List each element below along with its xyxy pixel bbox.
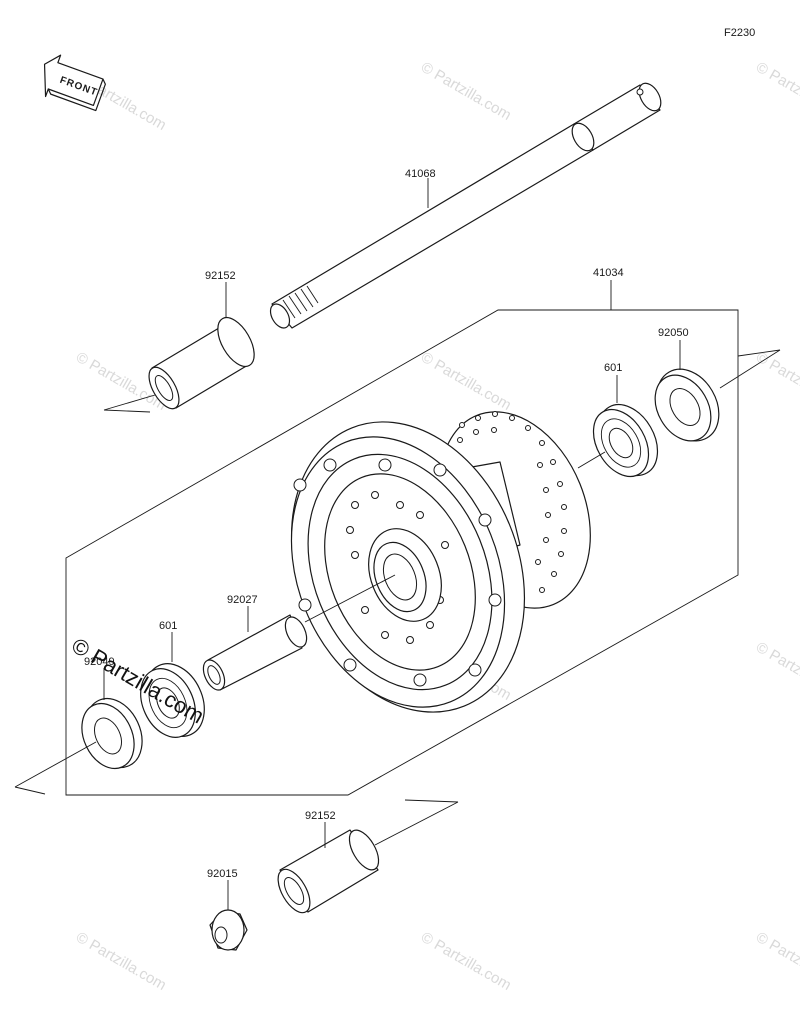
watermark: © Partzilla.com: [73, 929, 169, 994]
watermark: © Partzilla.com: [418, 929, 514, 994]
front-arrow-icon: FRONT: [43, 54, 106, 112]
hub-assembly-outline: [65, 280, 739, 796]
part-number-92027[interactable]: 92027: [227, 594, 258, 606]
oil-seal-left-part: [14, 668, 143, 795]
wheel-hub-part: [290, 421, 526, 713]
watermark: © Partzilla.com: [753, 929, 800, 994]
collar-top-part: [103, 282, 255, 413]
part-number-92049[interactable]: 92049: [84, 656, 115, 668]
bearing-right-part: [577, 375, 659, 478]
watermark: © Partzilla.com: [753, 639, 800, 704]
axle-part: [269, 82, 662, 329]
watermark: © Partzilla.com: [753, 349, 800, 414]
nut-part: [209, 880, 248, 951]
spacer-part: [202, 574, 396, 691]
part-number-92152-bottom[interactable]: 92152: [305, 810, 336, 822]
diagram-code: F2230: [724, 27, 755, 39]
oil-seal-right-part: [654, 340, 781, 442]
watermark: © Partzilla.com: [418, 349, 514, 414]
part-number-41034[interactable]: 41034: [593, 267, 624, 279]
part-number-601-left[interactable]: 601: [159, 620, 177, 632]
part-number-92015[interactable]: 92015: [207, 868, 238, 880]
part-number-92152-top[interactable]: 92152: [205, 270, 236, 282]
part-number-92050[interactable]: 92050: [658, 327, 689, 339]
watermark: © Partzilla.com: [418, 59, 514, 124]
bearing-left-part: [140, 632, 205, 738]
part-number-601-right[interactable]: 601: [604, 362, 622, 374]
collar-bottom-part: [277, 799, 459, 914]
watermark: © Partzilla.com: [753, 59, 800, 124]
part-number-41068[interactable]: 41068: [405, 168, 436, 180]
